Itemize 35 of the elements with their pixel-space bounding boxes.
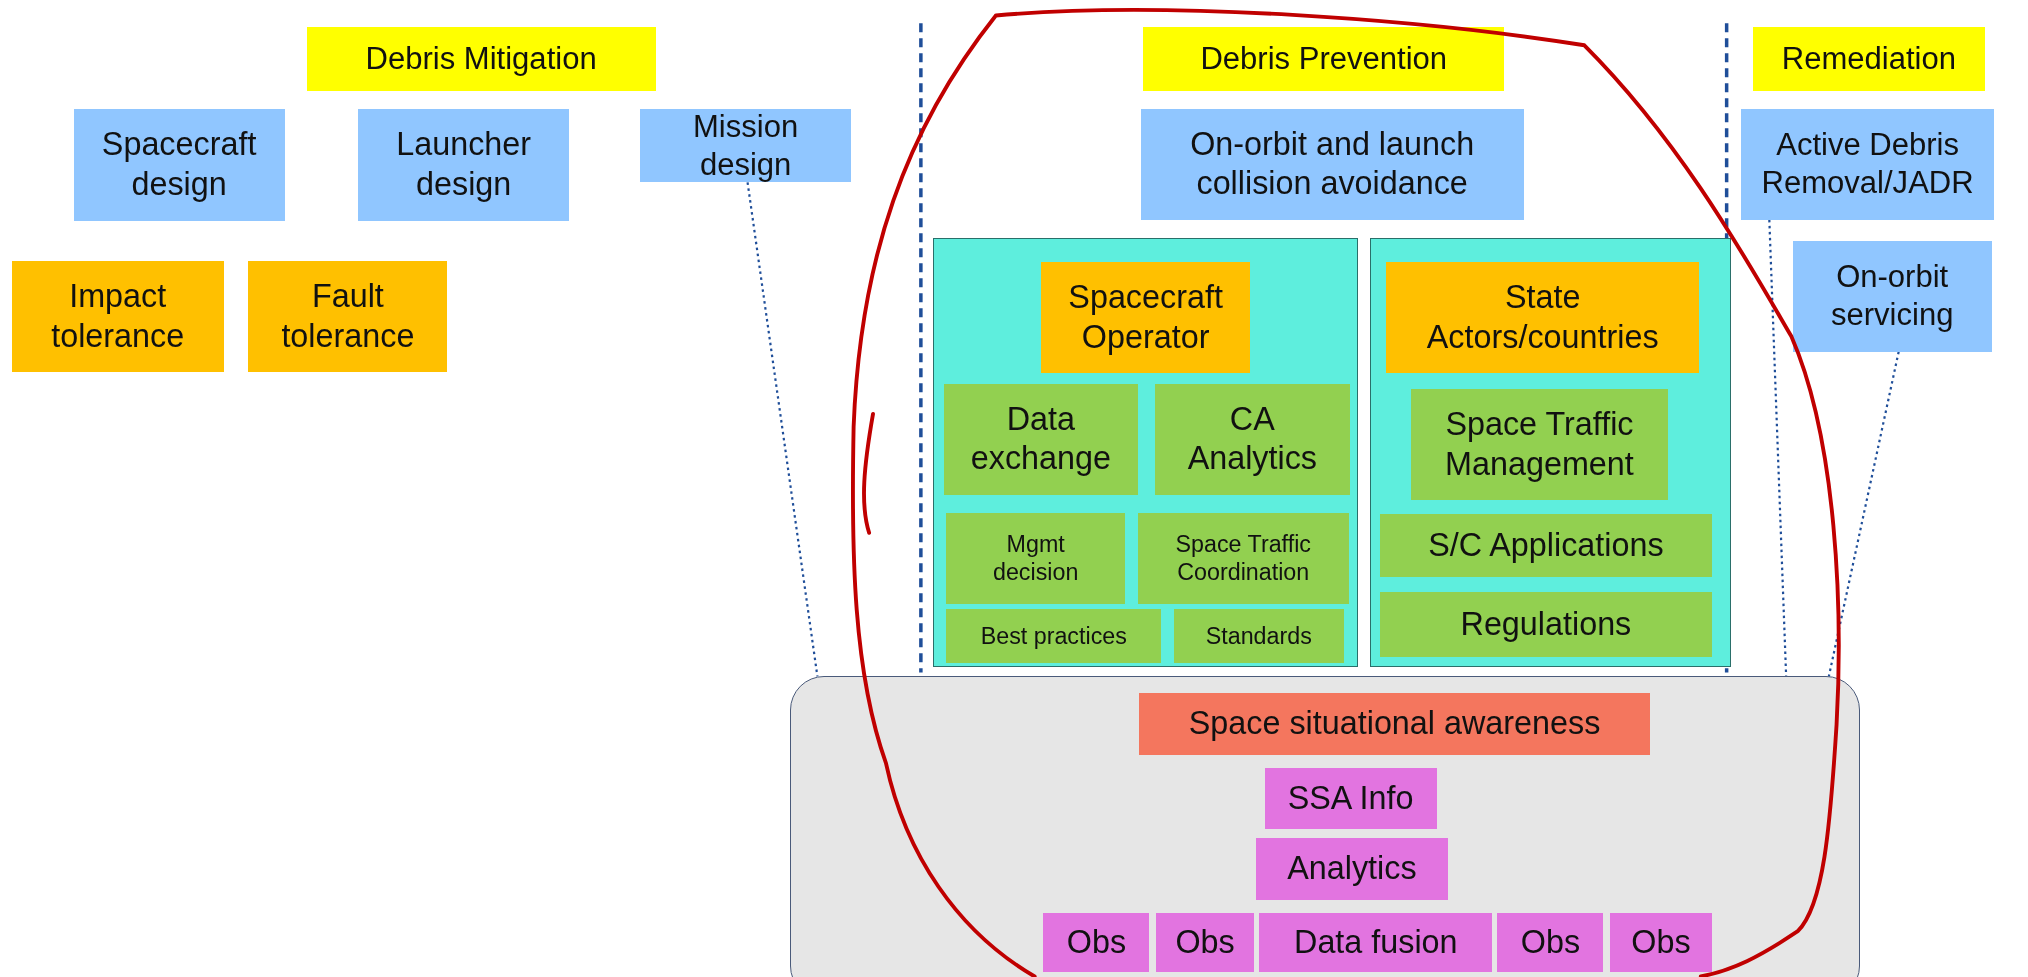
topic-box: Best practices [946,608,1162,664]
topic-box: Obs [1043,912,1150,973]
topic-box: Space Traffic Coordination [1137,513,1349,604]
category-banner: Debris Mitigation [306,27,656,91]
actor-box: Spacecraft Operator [1040,262,1251,374]
topic-box: S/C Applications [1379,514,1713,577]
topic-box: Spacecraft design [73,108,285,222]
actor-box: Fault tolerance [248,261,448,373]
actor-box: State Actors/countries [1386,262,1700,374]
topic-box: On-orbit and launch collision avoidance [1140,108,1524,220]
topic-box: Active Debris Removal/JADR [1740,108,1995,220]
topic-box: Obs [1497,912,1604,973]
group-panel [1369,237,1731,668]
topic-box: On-orbit servicing [1792,240,1992,352]
ssa-panel [790,676,1860,977]
topic-box: Obs [1609,912,1713,973]
topic-box: SSA Info [1264,767,1437,829]
topic-box: Standards [1174,608,1344,664]
topic-box: Space Traffic Management [1410,389,1669,501]
topic-box: Mgmt decision [946,513,1125,604]
topic-box: Analytics [1255,837,1449,900]
category-banner: Remediation [1752,27,1986,91]
category-banner: Debris Prevention [1143,27,1505,91]
topic-box: Mission design [640,108,851,183]
topic-box: Obs [1155,912,1255,973]
actor-box: Impact tolerance [11,261,224,373]
leader-line [746,182,819,677]
topic-box: Data fusion [1259,912,1493,973]
topic-box: Launcher design [358,108,570,222]
topic-box: CA Analytics [1154,383,1350,496]
topic-box: Regulations [1379,592,1713,657]
title-box: Space situational awareness [1139,692,1650,755]
topic-box: Data exchange [943,383,1138,496]
group-panel [932,237,1359,668]
leader-line [1827,351,1900,677]
